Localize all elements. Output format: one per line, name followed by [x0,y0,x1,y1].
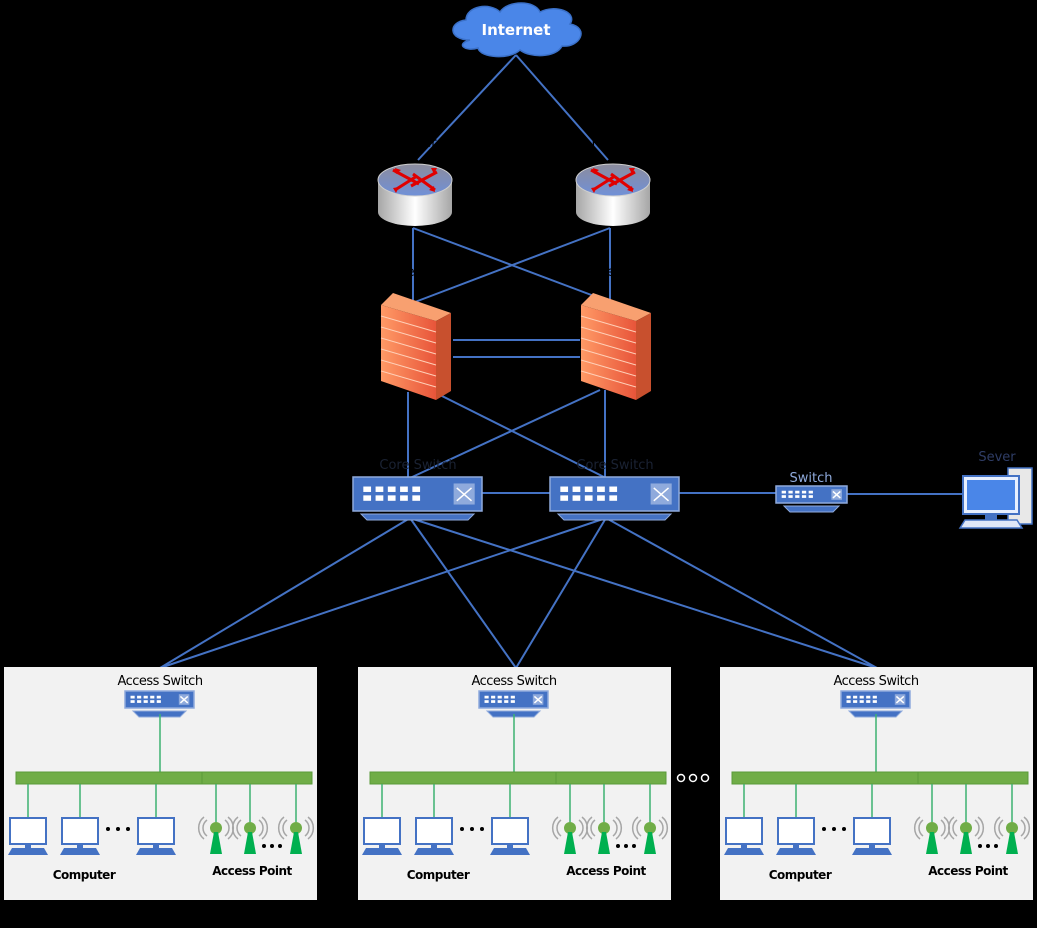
firewall-label: Firewall [391,265,440,280]
computer-icon [852,817,892,855]
more-access-points-ellipsis-icon [262,844,282,848]
computer-icon [724,817,764,855]
computer[interactable] [852,817,892,855]
computer[interactable] [8,817,48,855]
access-point[interactable] [993,816,1031,854]
firewall-brick-icon [380,293,451,400]
core-switch[interactable]: Core Switch [549,458,680,521]
more-computers-ellipsis-icon [822,827,846,831]
switch[interactable] [775,485,848,513]
access-switch[interactable] [478,690,549,718]
wireless-access-point-icon [197,816,235,854]
router-label: Router [393,136,437,151]
switch-icon [124,690,195,718]
more-access-points-ellipsis-icon [616,844,636,848]
wireless-access-point-icon [277,816,315,854]
firewall[interactable]: Firewall [380,265,451,400]
router[interactable]: Router [575,136,651,226]
floor-label: Floor 1 [138,908,183,923]
wireless-access-point-icon [631,816,669,854]
router-icon [575,163,651,226]
computer-icon [414,817,454,855]
computer-label: Computer [53,868,116,882]
access-switch-label: Access Switch [471,674,556,689]
computer-icon [60,817,100,855]
computer[interactable] [136,817,176,855]
access-point[interactable] [947,816,985,854]
more-floors-ellipsis-icon [676,773,710,783]
access-point-label: Access Point [928,864,1008,878]
server-label: Sever [978,450,1016,465]
firewall-brick-icon [580,293,651,400]
server[interactable]: Sever [958,450,1033,529]
server-icon [958,467,1033,529]
wireless-access-point-icon [585,816,623,854]
more-computers-ellipsis-icon [460,827,484,831]
computer[interactable] [362,817,402,855]
computer-label: Computer [769,868,832,882]
core-switch-label: Core Switch [576,458,653,473]
wireless-access-point-icon [551,816,589,854]
computer-icon [362,817,402,855]
access-point-label: Access Point [566,864,646,878]
floor-label: Floor N [853,908,899,923]
computer-label: Computer [407,868,470,882]
internet-cloud: Internet [452,2,582,58]
wireless-access-point-icon [913,816,951,854]
ap-bus [917,771,1029,785]
access-switch-label: Access Switch [117,674,202,689]
more-access-points-ellipsis-icon [978,844,998,848]
computer-bus [15,771,203,785]
wireless-access-point-icon [947,816,985,854]
computer-icon [136,817,176,855]
switch-icon [478,690,549,718]
switch-icon [549,476,680,521]
computer-icon [8,817,48,855]
router-icon [377,163,453,226]
ap-bus [555,771,667,785]
router-label: Router [591,136,635,151]
access-switch-label: Access Switch [833,674,918,689]
access-point[interactable] [585,816,623,854]
wireless-access-point-icon [993,816,1031,854]
switch-label: Switch [790,471,833,486]
more-computers-ellipsis-icon [106,827,130,831]
switch-icon [840,690,911,718]
access-point[interactable] [551,816,589,854]
ap-bus [201,771,313,785]
access-switch[interactable] [840,690,911,718]
access-point[interactable] [913,816,951,854]
firewall-label: Firewall [591,265,640,280]
backbone-links [159,54,962,669]
access-point[interactable] [197,816,235,854]
computer-icon [490,817,530,855]
router[interactable]: Router [377,136,453,226]
floor-label: Floor 2 [492,908,537,923]
switch-icon [775,485,848,513]
access-point[interactable] [231,816,269,854]
access-switch[interactable] [124,690,195,718]
access-point[interactable] [631,816,669,854]
firewall[interactable]: Firewall [580,265,651,400]
core-switch-label: Core Switch [379,458,456,473]
computer[interactable] [490,817,530,855]
wireless-access-point-icon [231,816,269,854]
computer[interactable] [724,817,764,855]
access-point-label: Access Point [212,864,292,878]
internet-label: Internet [481,21,550,39]
core-switch[interactable]: Core Switch [352,458,483,521]
computer[interactable] [414,817,454,855]
access-point[interactable] [277,816,315,854]
computer[interactable] [776,817,816,855]
switch-icon [352,476,483,521]
computer-icon [776,817,816,855]
computer-bus [369,771,557,785]
computer-bus [731,771,919,785]
computer[interactable] [60,817,100,855]
